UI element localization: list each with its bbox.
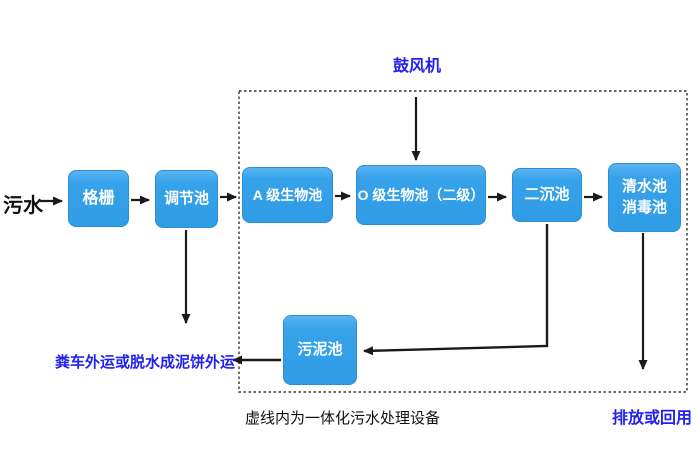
node-grid-label: 格栅: [82, 189, 115, 207]
node-secondary-sedimentation-tank: 二沉池: [512, 168, 582, 222]
label-boundary-note: 虚线内为一体化污水处理设备: [245, 410, 441, 427]
node-sludge-tank: 污泥池: [283, 315, 357, 385]
node-o-bio-tank: O 级生物池（二级）: [356, 165, 486, 225]
node-regulating-tank: 调节池: [155, 170, 218, 228]
label-influent: 污水: [3, 195, 43, 217]
node-grid: 格栅: [68, 170, 129, 227]
node-a-bio-tank: A 级生物池: [242, 167, 333, 223]
label-discharge-reuse: 排放或回用: [612, 410, 693, 427]
node-a-bio-tank-label: A 级生物池: [252, 186, 323, 203]
label-blower: 鼓风机: [393, 58, 442, 75]
node-sludge-tank-label: 污泥池: [297, 340, 343, 358]
node-regulating-tank-label: 调节池: [163, 189, 209, 207]
node-o-bio-tank-label: O 级生物池（二级）: [357, 186, 485, 203]
node-clear-water-disinfection-tank: 清水池 消毒池: [608, 163, 681, 232]
node-disinfection-line2: 消毒池: [621, 198, 667, 216]
node-secondary-sedimentation-tank-label: 二沉池: [524, 185, 570, 203]
label-sludge-disposal: 粪车外运或脱水成泥饼外运: [55, 354, 236, 371]
node-clear-water-line1: 清水池: [621, 178, 667, 196]
equipment-boundary-dashed-box: [238, 90, 688, 393]
arrow-secondary-to-sludge: [363, 224, 549, 356]
